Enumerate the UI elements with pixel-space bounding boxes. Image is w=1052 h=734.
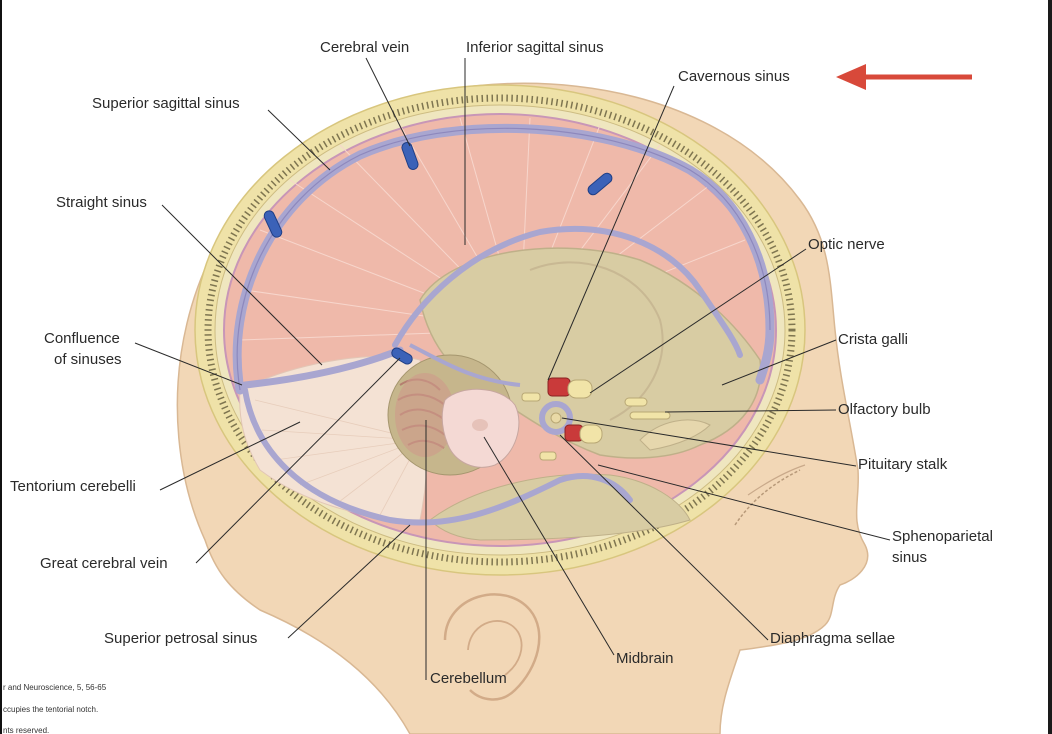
straight-sinus-vessel	[241, 346, 404, 389]
label-cerebellum: Cerebellum	[430, 670, 507, 687]
leader-lines	[134, 57, 891, 680]
label-straight-sinus: Straight sinus	[56, 194, 147, 211]
tentorium-region	[239, 355, 428, 521]
crista-galli-shape	[639, 419, 711, 451]
citation-line1: r and Neuroscience, 5, 56-65	[3, 683, 107, 692]
label-cavernous-sinus: Cavernous sinus	[678, 68, 790, 85]
eye-lashes	[734, 469, 801, 526]
label-pituitary-stalk: Pituitary stalk	[858, 456, 948, 473]
label-superior-petrosal-sinus: Superior petrosal sinus	[104, 630, 257, 647]
label-cerebral-vein: Cerebral vein	[320, 39, 409, 56]
label-confluence-line1: Confluence	[44, 330, 120, 347]
diaphragma-sellae-ring	[539, 401, 573, 435]
left-frame-edge	[0, 0, 2, 734]
label-optic-nerve: Optic nerve	[808, 236, 885, 253]
label-diaphragma-sellae: Diaphragma sellae	[770, 630, 895, 647]
label-sphenoparietal-line2: sinus	[892, 549, 927, 566]
skull-diploe	[204, 94, 796, 566]
label-superior-sagittal-sinus: Superior sagittal sinus	[92, 95, 240, 112]
fossa-ridge	[529, 261, 664, 421]
label-crista-galli: Crista galli	[838, 331, 908, 348]
olfactory-bulbs	[624, 397, 671, 420]
label-midbrain: Midbrain	[616, 650, 674, 667]
transverse-sinus-vessel	[242, 387, 633, 526]
label-confluence-line2: of sinuses	[54, 351, 122, 368]
label-olfactory-bulb: Olfactory bulb	[838, 401, 931, 418]
label-tentorium-cerebelli: Tentorium cerebelli	[10, 478, 136, 495]
label-sphenoparietal-line1: Sphenoparietal	[892, 528, 993, 545]
ear	[443, 593, 541, 701]
cerebellum-tissue	[395, 373, 455, 457]
cerebral-vein-stubs	[263, 142, 613, 365]
label-great-cerebral-vein: Great cerebral vein	[40, 555, 168, 572]
citation-line3: nts reserved.	[3, 726, 49, 734]
label-inferior-sagittal-sinus: Inferior sagittal sinus	[466, 39, 604, 56]
citation-line2: ccupies the tentorial notch.	[3, 705, 98, 714]
right-frame-edge	[1048, 0, 1052, 734]
ear-inner	[467, 620, 523, 676]
pituitary-stalk-center	[550, 412, 562, 424]
red-arrow	[836, 64, 972, 90]
eyebrow	[747, 464, 806, 496]
vessel-great-vein	[409, 343, 521, 387]
sss-edge	[236, 127, 771, 391]
optic-nerve-stubs	[521, 377, 603, 461]
inferior-sagittal-sinus-vessel	[392, 226, 743, 358]
cerebral-aqueduct	[472, 419, 488, 431]
